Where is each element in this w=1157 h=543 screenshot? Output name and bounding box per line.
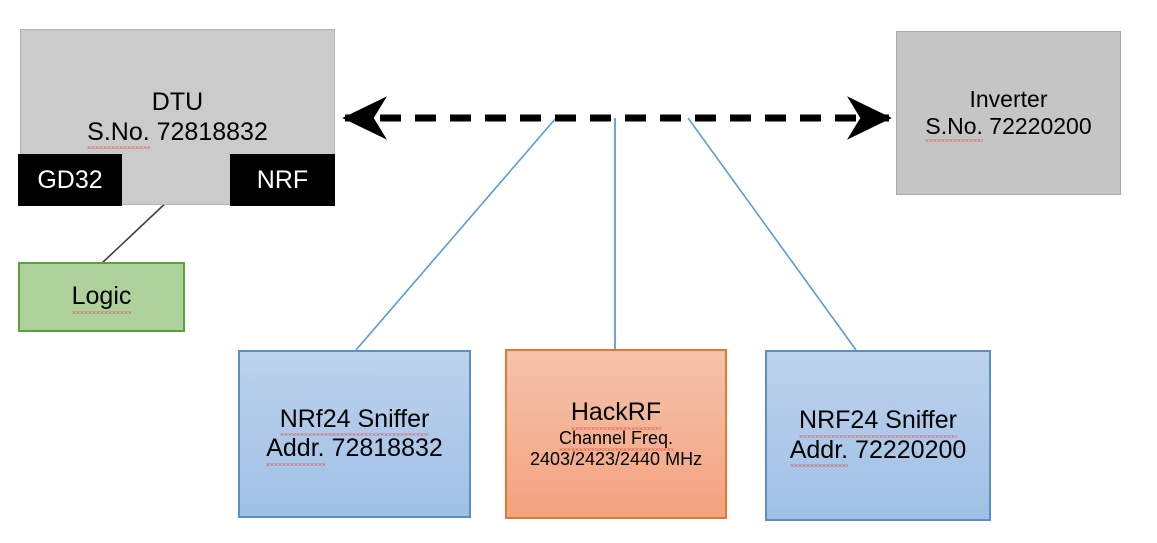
sniffer-left-addr: Addr. 72818832 (266, 434, 443, 465)
sniffer-left-tap-line (355, 117, 557, 351)
nrf-chip[interactable]: NRF (230, 154, 335, 206)
sniffer-left-node[interactable]: NRf24 Sniffer Addr. 72818832 (238, 350, 471, 518)
sniffer-right-addr-value: 72220200 (855, 435, 967, 464)
gd32-label: GD32 (37, 165, 103, 194)
sniffer-right-title: NRF24 Sniffer (799, 406, 957, 437)
hackrf-sub-freq: 2403/2423/2440 MHz (529, 448, 703, 469)
sniffer-left-title: NRf24 Sniffer (279, 404, 430, 436)
hackrf-title: HackRF (570, 398, 662, 429)
sniffer-left-addr-value: 72818832 (331, 434, 443, 462)
logic-label: Logic (71, 282, 132, 314)
inverter-serial: S.No. 72220200 (925, 113, 1092, 143)
inverter-serial-value: 72220200 (989, 113, 1092, 139)
dtu-serial-prefix: S.No. (87, 117, 150, 149)
hackrf-node[interactable]: HackRF Channel Freq. 2403/2423/2440 MHz (505, 349, 727, 519)
hackrf-title-text: HackRF (570, 398, 662, 429)
dtu-serial: S.No. 72818832 (87, 117, 268, 149)
inverter-serial-prefix: S.No. (925, 113, 983, 143)
inverter-node[interactable]: Inverter S.No. 72220200 (896, 31, 1121, 195)
logic-analyzer-node[interactable]: Logic (18, 262, 185, 332)
sniffer-right-addr-prefix: Addr. (789, 435, 849, 467)
hackrf-sub-channel: Channel Freq. (558, 427, 674, 452)
sniffer-right-node[interactable]: NRF24 Sniffer Addr. 72220200 (765, 350, 991, 521)
gd32-chip[interactable]: GD32 (18, 154, 122, 206)
nrf-label: NRF (256, 165, 309, 194)
sniffer-left-title-text: NRf24 Sniffer (279, 404, 430, 436)
dtu-title: DTU (151, 88, 204, 116)
dtu-serial-value: 72818832 (156, 117, 268, 146)
sniffer-right-title-text: NRF24 Sniffer (799, 406, 957, 437)
sniffer-left-addr-prefix: Addr. (266, 434, 325, 465)
sniffer-right-tap-line (687, 117, 857, 351)
hackrf-sub-channel-text: Channel Freq. (558, 427, 674, 452)
sniffer-right-addr: Addr. 72220200 (789, 435, 967, 467)
inverter-title: Inverter (969, 85, 1048, 112)
